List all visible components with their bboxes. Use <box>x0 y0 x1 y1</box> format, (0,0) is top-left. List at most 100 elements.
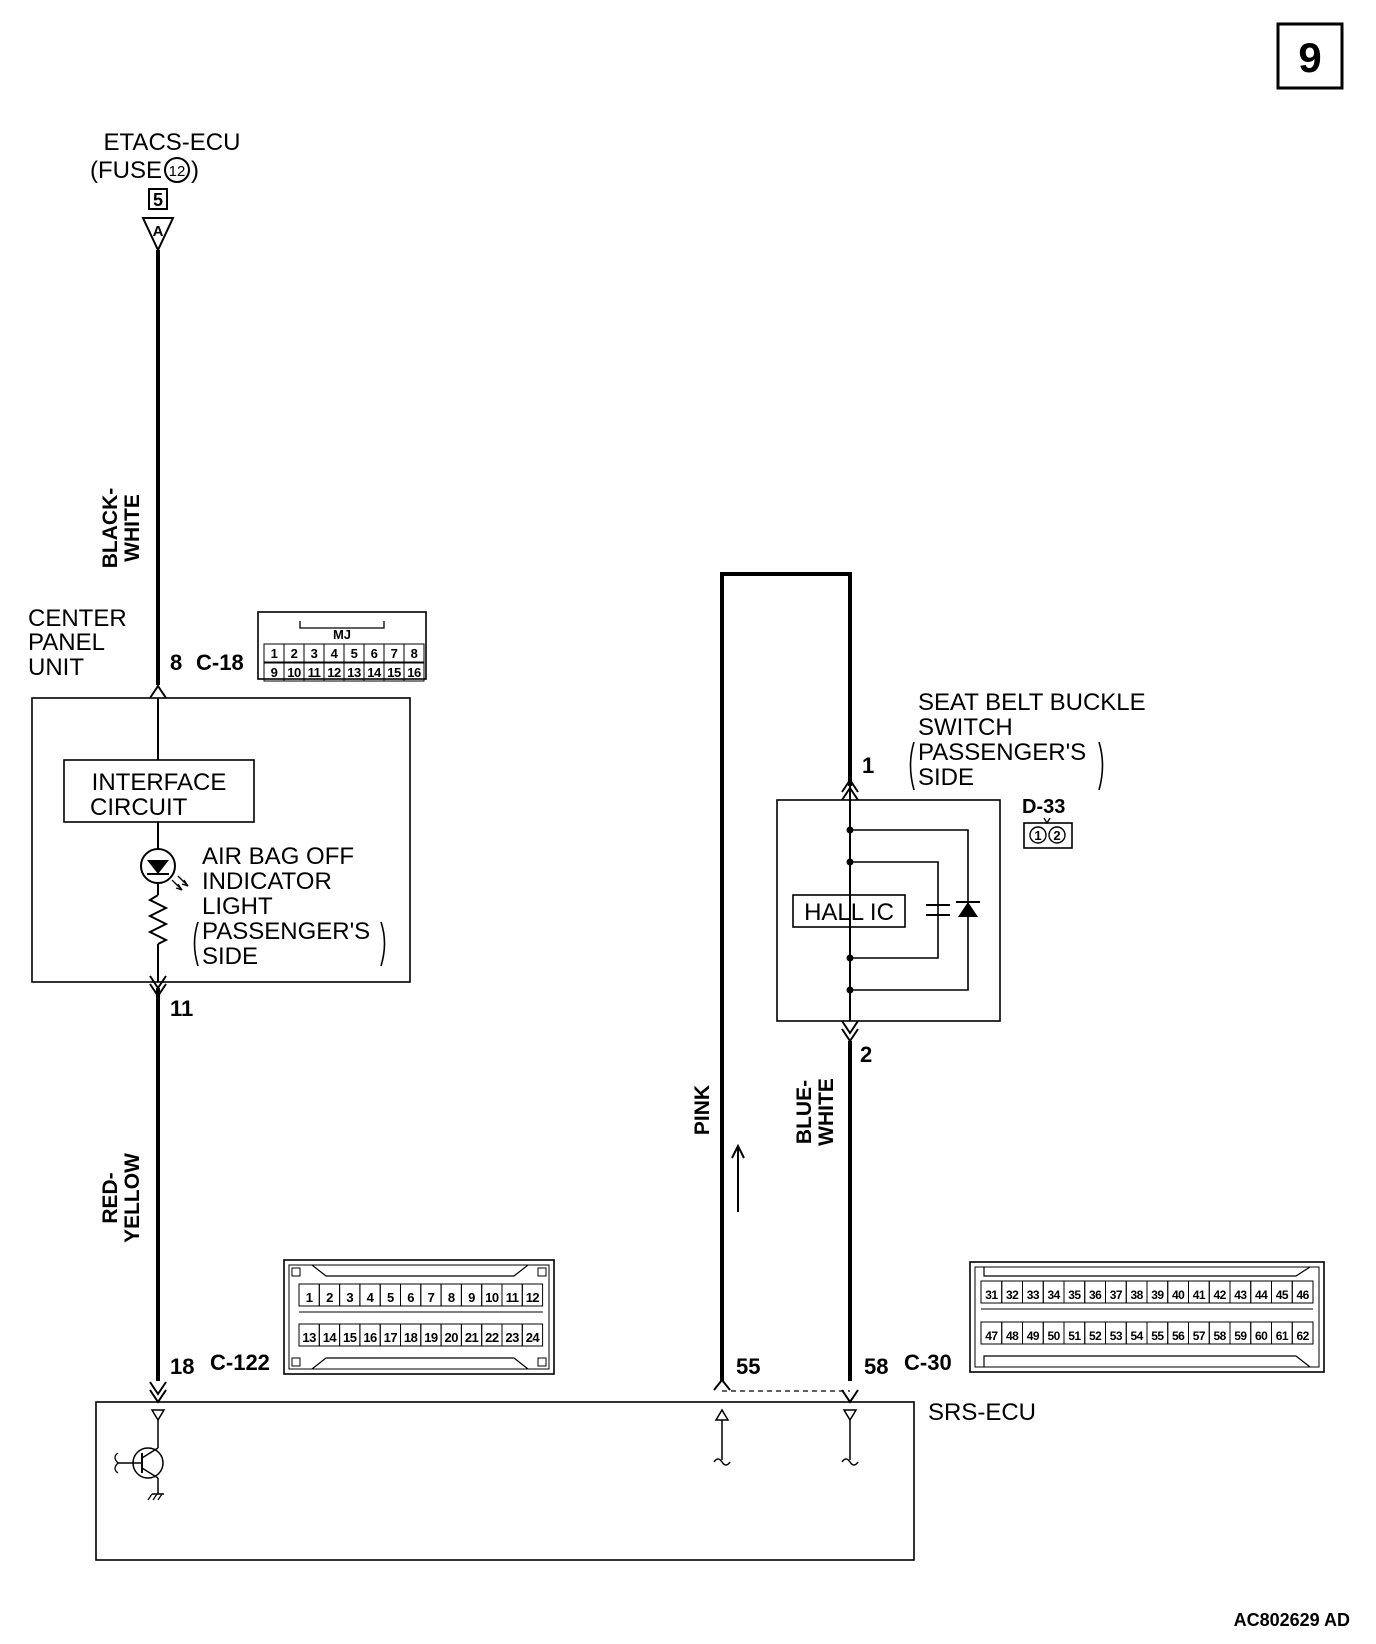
connector-pin-number: 61 <box>1276 1329 1289 1343</box>
connector-pin-number: 44 <box>1255 1288 1268 1302</box>
connector-pin-number: 6 <box>407 1290 414 1305</box>
connector-pin-number: 22 <box>485 1330 499 1345</box>
break-symbol <box>841 1458 859 1466</box>
page-number-box <box>1276 22 1344 90</box>
etacs-fuse-label: (FUSE <box>90 157 162 184</box>
wire-label-red: RED- <box>99 1172 122 1223</box>
connector-pin-number: 14 <box>367 665 382 680</box>
connector-d33-label: D-33 <box>1022 796 1065 818</box>
input-triangle-18 <box>150 1409 166 1422</box>
connector-pin-number: 7 <box>391 646 398 661</box>
connector-pin-cell <box>1291 1280 1314 1304</box>
connector-pin-number: 35 <box>1068 1288 1081 1302</box>
interface-label-2: CIRCUIT <box>90 794 188 821</box>
indicator-paren-right <box>380 921 386 967</box>
wire-label-white-2: WHITE <box>815 1078 838 1146</box>
connector-a-letter: A <box>153 223 164 240</box>
d33-pin: 2 <box>1053 828 1060 843</box>
pin-8-chevron <box>149 684 167 699</box>
wire-label-pink: PINK <box>691 1085 714 1135</box>
connector-pin-number: 11 <box>506 1290 519 1305</box>
connector-pin-number: 18 <box>404 1330 418 1345</box>
connector-pin-number: 58 <box>1213 1329 1226 1343</box>
indicator-label-5: SIDE <box>202 943 258 970</box>
connector-pin-number: 11 <box>308 665 321 680</box>
d33-pin: 1 <box>1034 828 1041 843</box>
seat-belt-paren-right <box>1098 741 1104 791</box>
center-panel-label-1: CENTER <box>28 605 127 632</box>
connector-pin-number: 53 <box>1110 1329 1123 1343</box>
connector-pin-number: 56 <box>1172 1329 1185 1343</box>
seat-belt-paren-left <box>909 741 915 791</box>
etacs-fuse-close: ) <box>191 157 199 184</box>
center-panel-label-3: UNIT <box>28 654 84 681</box>
connector-pin-number: 10 <box>287 665 301 680</box>
connector-pin-number: 42 <box>1213 1288 1226 1302</box>
current-arrow-icon <box>731 1143 745 1212</box>
indicator-paren-left <box>193 921 199 967</box>
connector-pin-number: 12 <box>526 1290 540 1305</box>
connector-pin-number: 34 <box>1047 1288 1060 1302</box>
connector-pin-cell <box>1291 1321 1314 1345</box>
wire-label-yellow: YELLOW <box>121 1153 144 1243</box>
connector-pin-number: 23 <box>505 1330 519 1345</box>
connector-pin-number: 55 <box>1151 1329 1164 1343</box>
connector-pin-number: 21 <box>465 1330 479 1345</box>
connector-pin-number: 4 <box>367 1290 375 1305</box>
connector-pin-number: 1 <box>306 1290 313 1305</box>
connector-pin-number: 3 <box>346 1290 353 1305</box>
center-panel-pin-top: 8 <box>170 650 182 675</box>
wire-pink <box>720 572 852 1381</box>
connector-pin-number: 20 <box>445 1330 459 1345</box>
ground-icon <box>147 1493 164 1501</box>
connector-pin-number: 33 <box>1027 1288 1040 1302</box>
indicator-label-4: PASSENGER'S <box>202 918 370 945</box>
zener-diode-icon <box>956 901 980 917</box>
svg-text:MJ: MJ <box>333 627 351 642</box>
capacitor-icon <box>926 904 950 916</box>
srs-ecu-label: SRS-ECU <box>928 1399 1036 1426</box>
center-panel-pin-bottom: 11 <box>170 996 193 1021</box>
pin-58-chevron <box>841 1389 859 1404</box>
connector-pin-number: 19 <box>424 1330 438 1345</box>
led-icon <box>140 848 189 891</box>
connector-pin-number: 9 <box>271 665 278 680</box>
connector-pin-number: 32 <box>1006 1288 1019 1302</box>
connector-pin-number: 59 <box>1234 1329 1247 1343</box>
wire-label-white: WHITE <box>121 494 144 562</box>
break-symbol <box>713 1458 731 1466</box>
hall-ic-box <box>792 894 906 928</box>
connector-pin-number: 8 <box>448 1290 455 1305</box>
connector-pin-number: 6 <box>371 646 378 661</box>
connector-pin-number: 51 <box>1068 1329 1081 1343</box>
connector-pin-number: 9 <box>468 1290 475 1305</box>
pin-2-chevron <box>841 1020 859 1043</box>
srs-pin-55: 55 <box>736 1354 760 1379</box>
srs-ecu-box <box>95 1401 915 1561</box>
connector-pin-number: 7 <box>428 1290 435 1305</box>
capacitor-loop-wire <box>850 861 939 959</box>
connector-pin-number: 57 <box>1193 1329 1206 1343</box>
connector-pin-number: 16 <box>407 665 421 680</box>
connector-pin-number: 43 <box>1234 1288 1247 1302</box>
connector-pin-number: 54 <box>1130 1329 1143 1343</box>
connector-pin-number: 4 <box>331 646 339 661</box>
connector-pin-number: 5 <box>387 1290 394 1305</box>
connector-pin-number: 52 <box>1089 1329 1102 1343</box>
pin-18-chevron <box>149 1381 167 1404</box>
hall-ic-label: HALL IC <box>804 899 894 926</box>
drawing-code: AC802629 AD <box>1234 1610 1350 1630</box>
connector-pin-number: 38 <box>1130 1288 1143 1302</box>
connector-pin-number: 2 <box>291 646 298 661</box>
interface-label-1: INTERFACE <box>92 769 227 796</box>
connector-pin-number: 1 <box>271 646 278 661</box>
transistor-icon <box>114 1447 164 1494</box>
connector-pin-number: 14 <box>323 1330 338 1345</box>
connector-d33-face: 1 2 <box>1023 817 1073 849</box>
wire-label-black: BLACK- <box>99 488 122 568</box>
seat-belt-label-4: SIDE <box>918 764 974 791</box>
connector-pin-number: 24 <box>526 1330 541 1345</box>
